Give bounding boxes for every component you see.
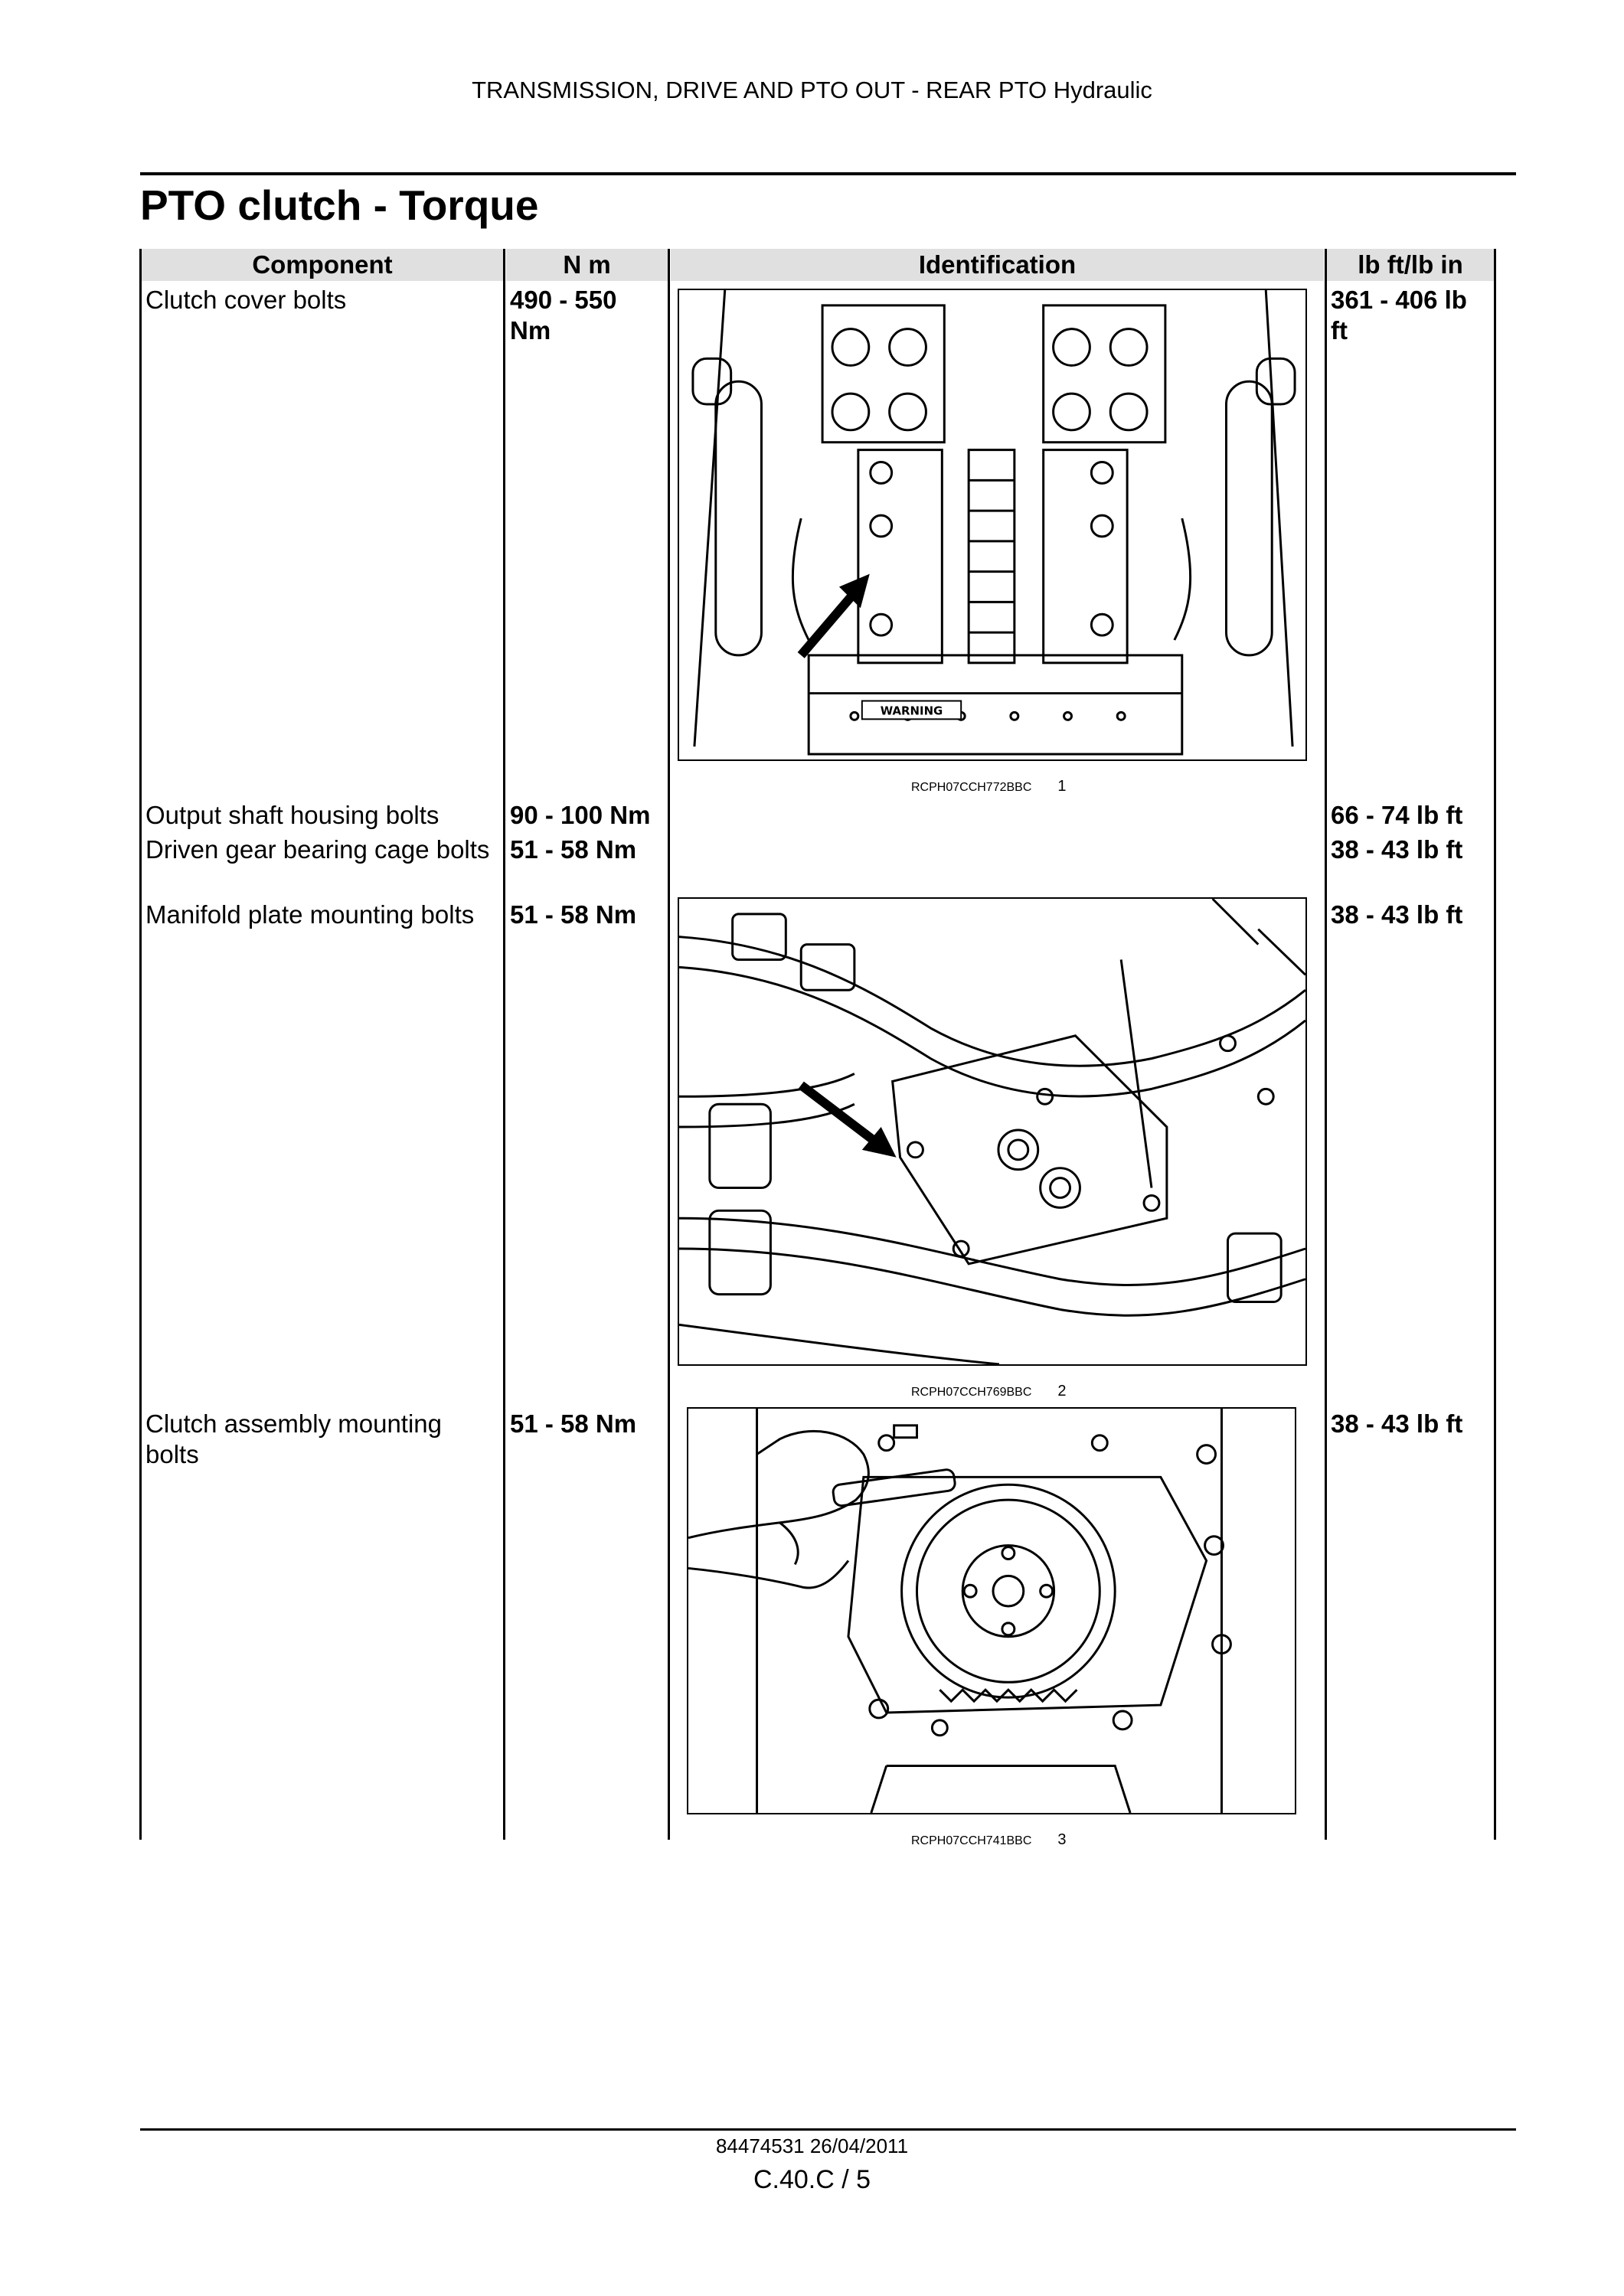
table-rule [139,249,142,1840]
figure-caption: RCPH07CCH769BBC 2 [911,1383,1067,1400]
figure-number: 3 [1057,1831,1067,1848]
table-rule [1325,249,1327,1840]
figure-3-illustration [688,1409,1232,1813]
figure-clutch-assembly-bolts [687,1407,1296,1814]
figure-clutch-cover-bolts: WARNING [678,289,1307,761]
figure-code: RCPH07CCH769BBC [911,1386,1032,1399]
column-header-lbft: lb ft/lb in [1327,249,1494,281]
footer-document-id: 84474531 26/04/2011 [715,2134,909,2157]
lbft-cell: 38 - 43 lb ft [1331,835,1463,864]
footer-page-number: C.40.C / 5 [753,2165,871,2194]
figure-code: RCPH07CCH772BBC [911,781,1032,794]
footer-rule [140,2128,1516,2131]
figure-caption: RCPH07CCH741BBC 3 [911,1831,1067,1849]
column-header-nm: N m [506,249,668,281]
table-rule [1494,249,1496,1840]
figure-manifold-plate-bolts [678,897,1307,1366]
lbft-cell: 361 - 406 lb ft [1331,286,1467,345]
component-cell: Driven gear bearing cage bolts [145,835,490,864]
nm-cell: 51 - 58 Nm [510,900,637,929]
figure-2-illustration [679,899,1305,1364]
nm-cell: 90 - 100 Nm [510,801,651,829]
figure-number: 2 [1057,1383,1067,1399]
lbft-cell: 38 - 43 lb ft [1331,900,1463,929]
figure-1-illustration: WARNING [691,290,1296,756]
running-header: TRANSMISSION, DRIVE AND PTO OUT - REAR P… [472,77,1152,103]
column-header-identification: Identification [671,249,1324,281]
component-cell: Clutch assembly mounting bolts [145,1409,443,1468]
figure-caption: RCPH07CCH772BBC 1 [911,778,1067,795]
lbft-cell: 66 - 74 lb ft [1331,801,1463,829]
component-cell: Manifold plate mounting bolts [145,900,475,929]
warning-label: WARNING [881,704,943,717]
header-rule [140,172,1516,175]
figure-code: RCPH07CCH741BBC [911,1834,1032,1847]
component-cell: Output shaft housing bolts [145,801,439,829]
figure-number: 1 [1057,778,1067,795]
table-rule [503,249,505,1840]
lbft-cell: 38 - 43 lb ft [1331,1409,1463,1438]
column-header-component: Component [142,249,503,281]
nm-cell: 51 - 58 Nm [510,1409,637,1438]
component-cell: Clutch cover bolts [145,286,347,314]
nm-cell: 51 - 58 Nm [510,835,637,864]
table-rule [668,249,670,1840]
section-title: PTO clutch - Torque [140,181,539,229]
nm-cell: 490 - 550 Nm [510,286,617,345]
